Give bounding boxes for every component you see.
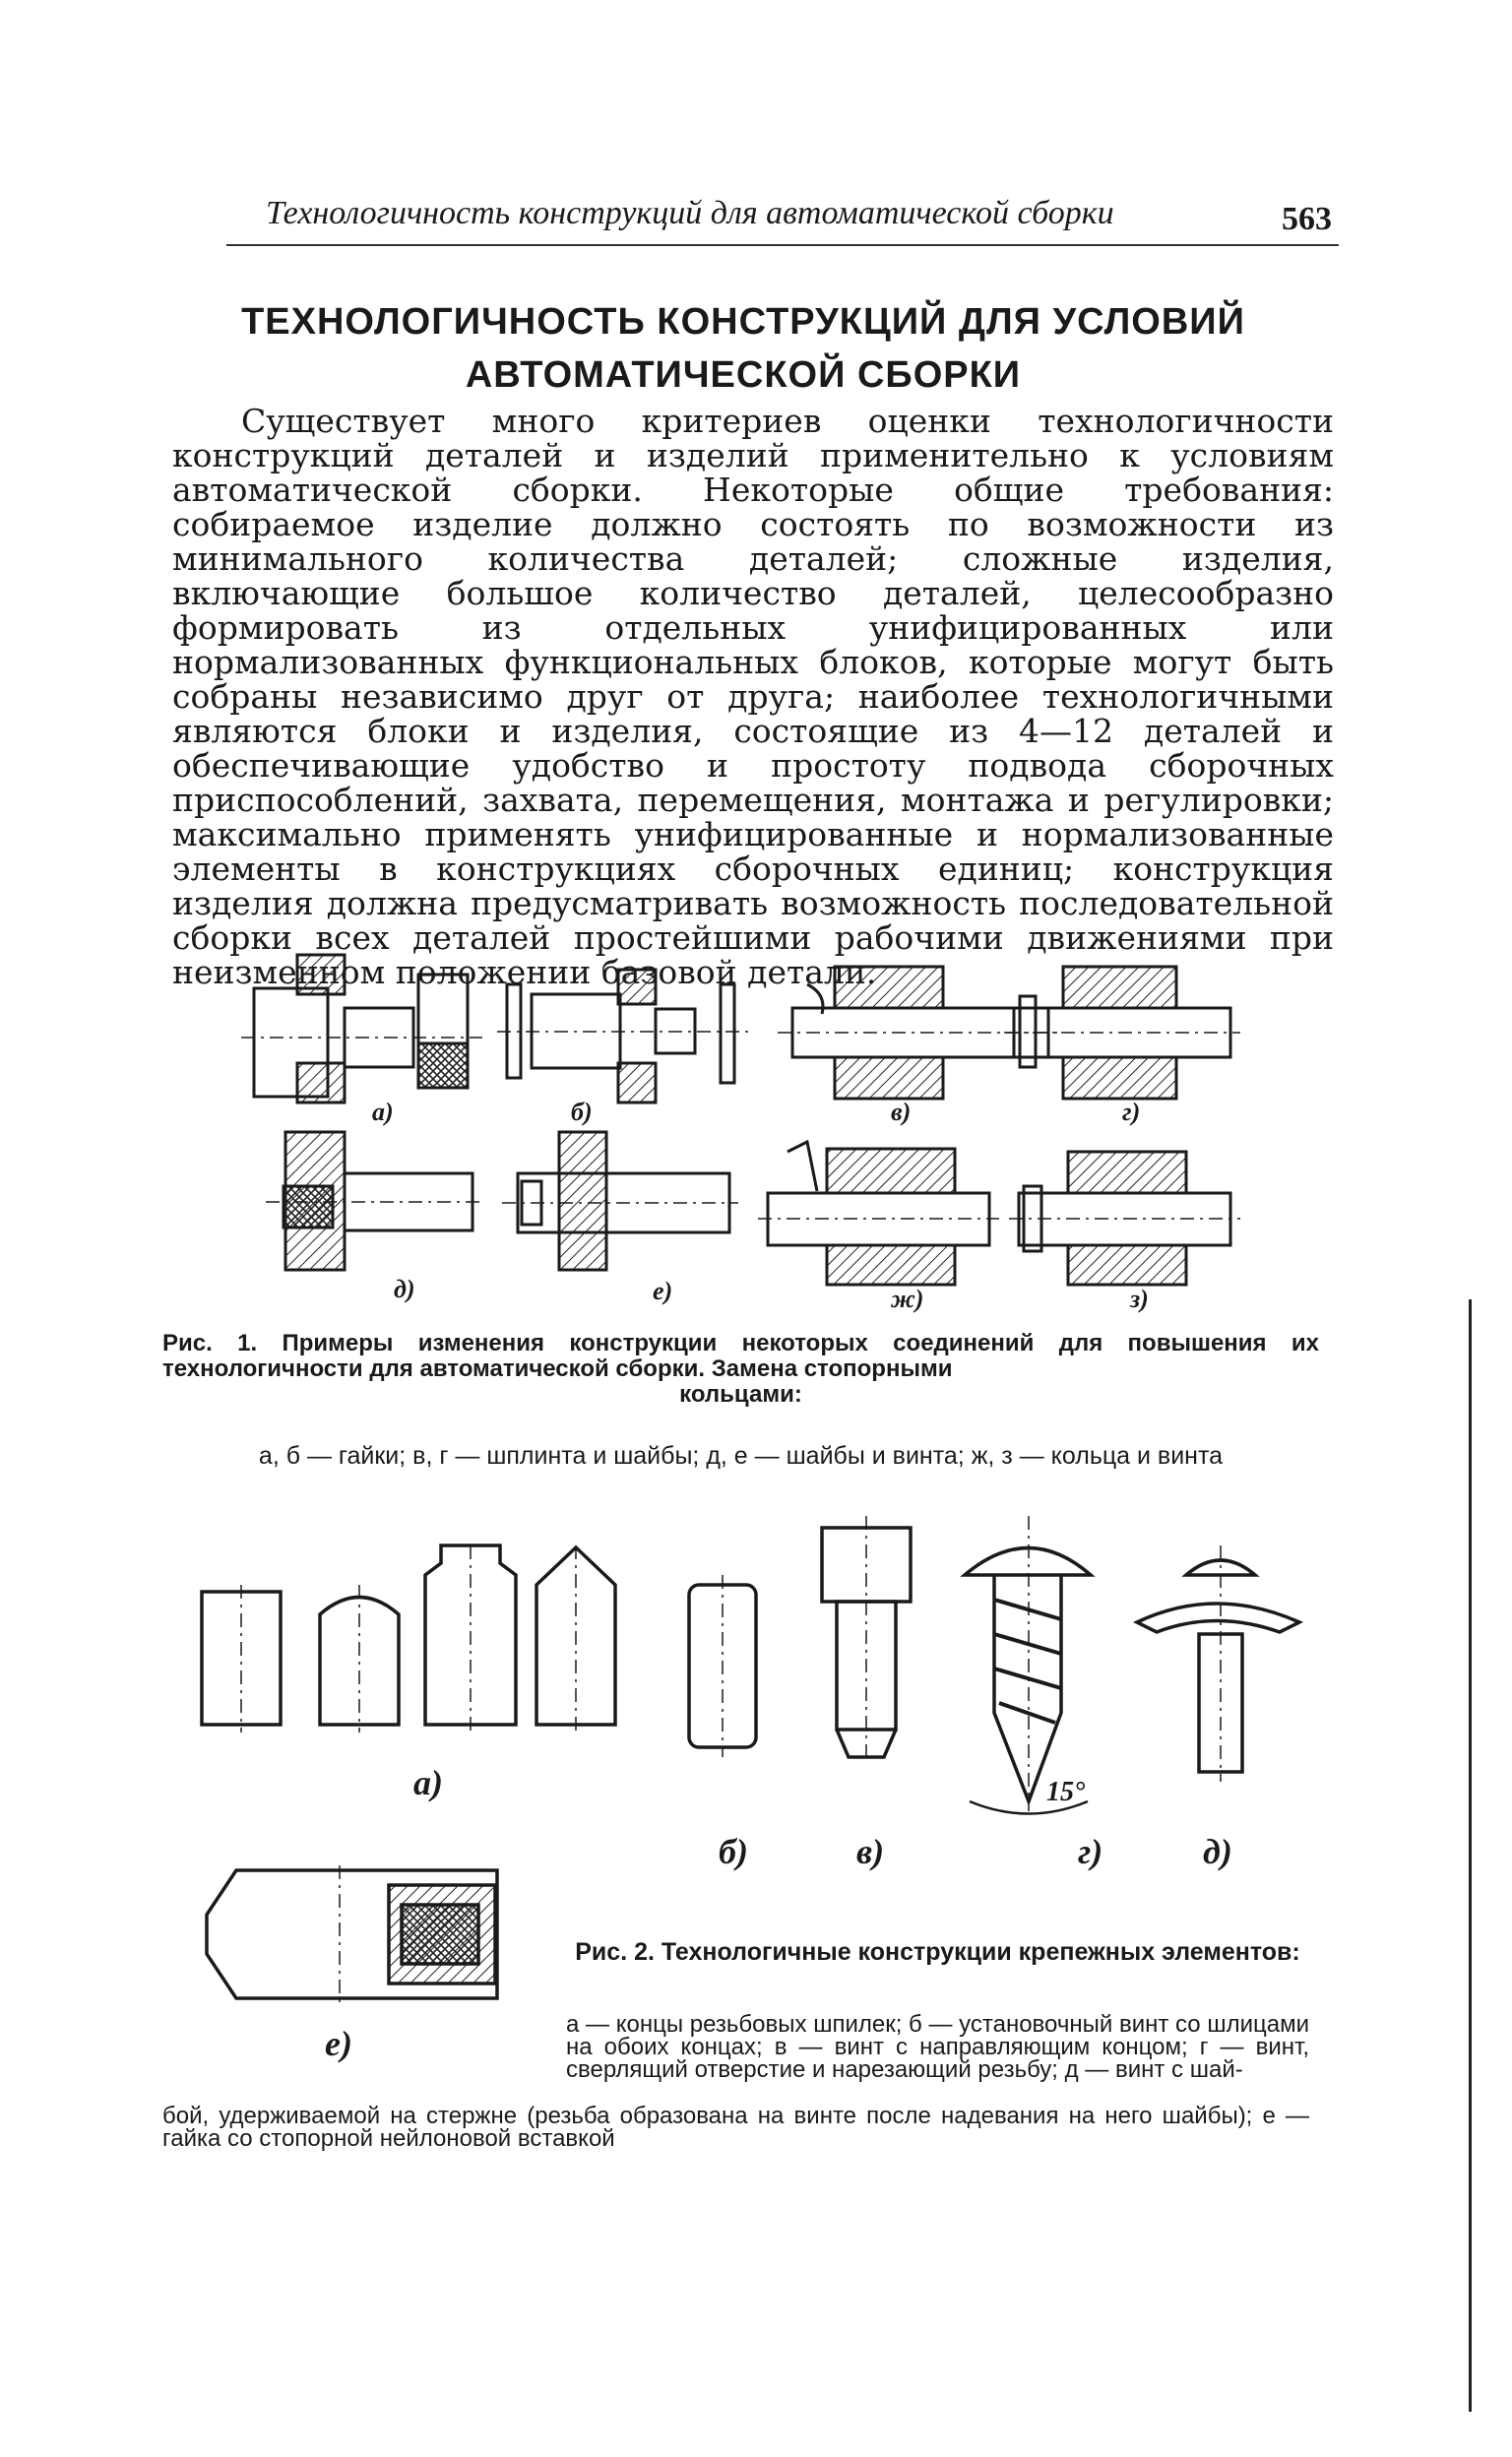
running-title: Технологичность конструкций для автомати… (266, 195, 1114, 231)
section-title-line2: АВТОМАТИЧЕСКОЙ СБОРКИ (465, 354, 1022, 396)
fig2-a-stud-ends (200, 1544, 617, 1727)
fig2-label-a: а) (413, 1763, 443, 1802)
figure-1-caption-line1: Рис. 1. Примеры изменения конструкции не… (162, 1330, 1319, 1382)
fig2-label-v: в) (856, 1832, 885, 1871)
section-title: ТЕХНОЛОГИЧНОСТЬ КОНСТРУКЦИЙ ДЛЯ УСЛОВИЙ … (177, 295, 1309, 402)
fig1-label-d: д) (394, 1275, 415, 1303)
fig1-g-split-pin-joint (1012, 965, 1232, 1101)
fig2-angle-label: 15° (1046, 1777, 1086, 1807)
fig1-label-v: в) (891, 1098, 912, 1126)
fig1-d-washer-screw-joint (282, 1130, 474, 1272)
figure-2-legend-part2: бой, удерживаемой на стержне (резьба обр… (162, 2103, 1309, 2152)
fig1-label-a: а) (372, 1098, 394, 1126)
fig1-b-nut-joint (505, 968, 736, 1104)
page-number: 563 (1282, 201, 1332, 237)
fig2-label-d: д) (1203, 1832, 1232, 1871)
fig2-d-screw-with-washer (1133, 1558, 1304, 1774)
fig1-a-nut-joint (252, 953, 470, 1104)
fig1-label-zh: ж) (891, 1285, 924, 1313)
page-edge-line (1469, 1299, 1472, 2412)
fig1-e-washer-screw-joint (516, 1130, 731, 1272)
figure-1-caption: Рис. 1. Примеры изменения конструкции не… (162, 1331, 1319, 1408)
figure-2-caption: Рис. 2. Технологичные конструкции крепеж… (575, 1938, 1300, 1966)
fig2-g-drilling-screw (960, 1545, 1096, 1806)
fig1-label-e: е) (653, 1277, 673, 1305)
fig2-label-e: е) (325, 2024, 352, 2063)
fig1-zh-ring-screw-joint (766, 1139, 991, 1287)
figure-1-legend: а, б — гайки; в, г — шплинта и шайбы; д,… (258, 1442, 1224, 1470)
fig1-label-b: б) (571, 1098, 593, 1126)
fig2-label-b: б) (719, 1832, 748, 1871)
figure-2-legend-part1: а — концы резьбовых шпилек; б — установо… (566, 2011, 1309, 2083)
fig1-label-z: з) (1130, 1285, 1149, 1313)
section-title-line1: ТЕХНОЛОГИЧНОСТЬ КОНСТРУКЦИЙ ДЛЯ УСЛОВИЙ (241, 301, 1245, 343)
fig1-label-g: г) (1122, 1098, 1141, 1126)
fig2-e-nut-with-insert (205, 1868, 499, 2000)
header-divider (226, 244, 1339, 246)
fig2-label-g: г) (1078, 1832, 1103, 1871)
body-paragraph: Существует много критериев оценки технол… (172, 402, 1334, 991)
fig1-z-ring-screw-joint (1017, 1150, 1232, 1287)
fig1-v-split-pin-joint (790, 965, 1050, 1101)
figure-1-caption-line2: кольцами: (679, 1381, 802, 1408)
